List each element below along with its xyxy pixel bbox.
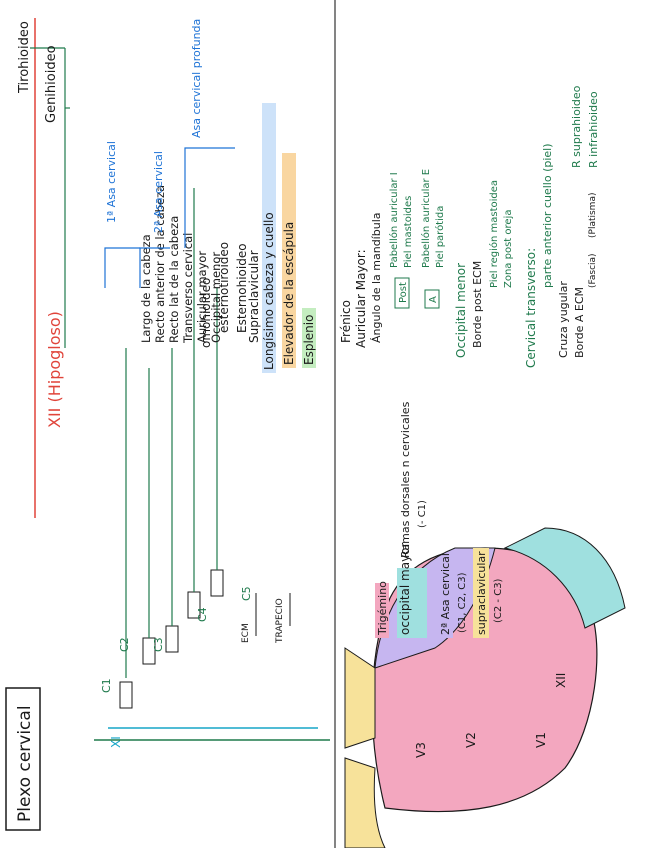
branch-largo-cabeza: Largo de la cabeza (139, 234, 153, 343)
cervical-transverso-vena: Cruza yugular (557, 281, 570, 358)
branch-auricular-mayor: Auricular mayor (195, 251, 209, 343)
auricular-item-2: Pabellón auricular E (420, 169, 432, 268)
branch-recto-lateral: Recto lat de la cabeza (167, 216, 181, 343)
auricular-ant: A (428, 296, 439, 303)
auricular-item-3: Piel parótida (434, 206, 446, 268)
c5-root: C5 (210, 569, 253, 601)
head-xii-label: XII (554, 673, 568, 688)
legend-occipital-mayor: occipital mayor (398, 542, 412, 635)
legend-asa-cervical-2: 2ª Asa cervical (439, 553, 452, 635)
c3-label: C3 (152, 637, 165, 652)
cervical-transverso-section: Cervical transverso: parte anterior cuel… (524, 85, 600, 368)
legend-asa-levels: (C1, C2, C3) (457, 572, 468, 633)
ecm-label: ECM (241, 623, 251, 643)
omohioideo-label: omohioideo (199, 278, 213, 348)
head-v2-label: V2 (464, 732, 478, 748)
c4-label: C4 (196, 607, 209, 622)
tirohioideo-label: Tirohioideo (17, 21, 32, 94)
deep-muscle-elevador: Elevador de la escápula (282, 222, 296, 365)
occipital-menor-item-1: Zona post oreja (503, 210, 514, 288)
cervical-transverso-item: parte anterior cuello (piel) (541, 143, 554, 288)
xi-label: XI (109, 736, 123, 748)
title-box (5, 687, 41, 831)
asa-2-label: 2ª Asa cervical (152, 151, 165, 233)
branch-transverso-cervical: Transverso cervical (181, 233, 195, 344)
page-title: Plexo cervical (15, 705, 35, 822)
esternohioideo-label: Esternohioideo (235, 243, 249, 333)
legend-trigemino: Trigémino (376, 581, 389, 636)
branch-supraclavicular: Supraclavicular (247, 250, 261, 343)
auricular-mayor-section: Auricular Mayor: Ángulo de la mandíbula … (354, 169, 446, 348)
auricular-item-1: Piel mastoides (403, 196, 414, 268)
deep-muscle-longisimo: Longísimo cabeza y cuello (262, 212, 276, 370)
cervical-transverso-r-supra: R suprahioideo (570, 85, 583, 168)
c4-root: C4 (187, 591, 209, 622)
occipital-menor-borde: Borde post ECM (471, 261, 484, 348)
occipital-menor-item-0: Piel región mastoidea (488, 180, 500, 288)
deep-muscle-esplenio: Esplenio (302, 315, 316, 365)
c3-root: C3 (152, 625, 179, 653)
legend-ramas-dorsales: Ramas dorsales n cervicales (399, 401, 412, 558)
genihioideo-label: Genihioideo (44, 45, 59, 123)
cervical-transverso-title: Cervical transverso: (524, 248, 538, 368)
dermatome-legend: Trigémino occipital mayor Ramas dorsales… (375, 401, 504, 638)
legend-supraclavicular-levels: (C2 - C3) (493, 578, 504, 623)
head-v3-label: V3 (414, 742, 428, 758)
branch-occipital-menor: Occipital menor (209, 252, 223, 343)
c5-label: C5 (240, 586, 253, 601)
hypoglossal-title: XII (Hipogloso) (45, 311, 64, 428)
occipital-menor-section: Occipital menor Borde post ECM Piel regi… (454, 180, 514, 358)
branch-frenico: Frénico (339, 300, 353, 343)
legend-supraclavicular: supraclavicular (475, 551, 488, 635)
c2-label: C2 (118, 637, 131, 652)
auricular-item-0: Pabellón auricular I (388, 172, 400, 268)
asa-profunda-label: Asa cervical profunda (190, 19, 203, 138)
head-dermatome-illustration: V3 V2 V1 XII (344, 527, 626, 848)
cervical-transverso-borde: Borde A ECM (573, 287, 586, 358)
c2-root: C2 (118, 637, 156, 665)
cervical-transverso-platisma: (Platisma) (588, 193, 598, 238)
auricular-title: Auricular Mayor: (354, 249, 368, 348)
c1-label: C1 (100, 678, 113, 693)
legend-c1: (- C1) (417, 500, 428, 528)
cervical-transverso-r-infra: R infrahioideo (587, 91, 600, 168)
branch-recto-anterior: Recto anterior de la cabeza (153, 185, 167, 343)
head-v1-label: V1 (534, 732, 548, 748)
esternotiroideo-label: esternotiroideo (217, 242, 231, 333)
asa-1-label: 1ª Asa cervical (105, 141, 118, 223)
trapecio-label: TRAPECIO (275, 598, 285, 644)
auricular-post: Post (398, 282, 409, 303)
c1-root: C1 (100, 678, 133, 709)
cervical-transverso-fascia: (Fascia) (588, 253, 598, 288)
occipital-menor-title: Occipital menor (454, 263, 468, 358)
auricular-angulo: Ángulo de la mandíbula (370, 213, 383, 344)
